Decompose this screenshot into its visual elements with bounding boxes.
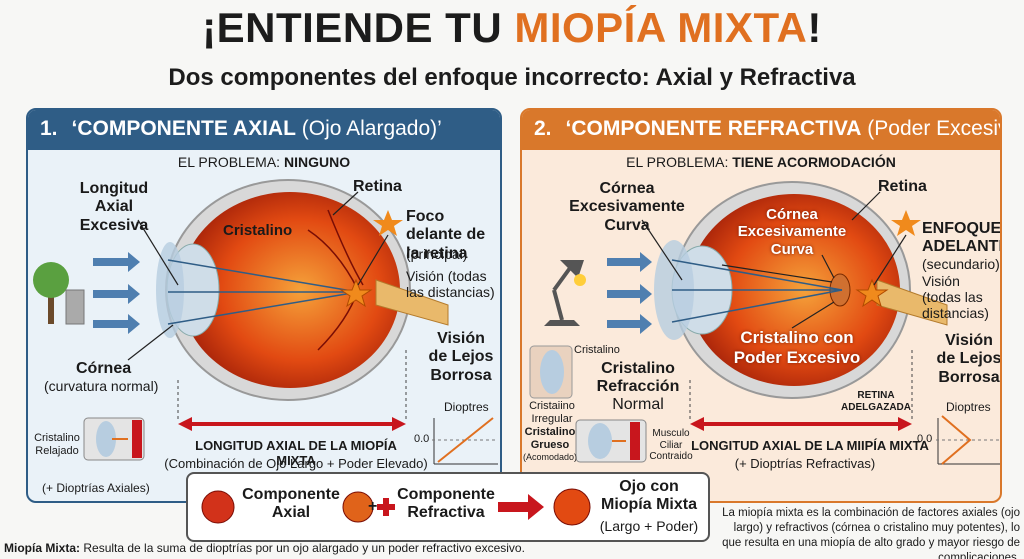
retina-label-left: Retina [353,178,402,195]
cornea-curved-label: Córnea Excesivamente Curva [569,180,685,234]
summary-refractive: Componente Refractiva [397,486,495,522]
retina-thin-label: RETINA ADELGAZADA [841,390,911,413]
focus-label-right: ENFOQUE ADELANTE [922,220,1002,256]
footer-definition: Miopía Mixta: Resulta de la suma de diop… [4,541,525,555]
diopter-chart-right [936,415,1000,465]
summary-plus: + [368,498,378,515]
lens-refraction-label: Cristalino Refracción [596,360,680,396]
summary-graphics [201,488,591,526]
footer-explanation: La miopía mixta es la combinación de fac… [722,507,1020,559]
refractive-eye-illustration [529,181,1000,465]
thick-lens-icon [575,419,647,463]
irregular-lens-icon [529,345,573,399]
blurry-label-left: Visión de Lejos Borrosa [428,330,494,384]
relaxed-lens-icon [83,417,145,461]
focus-star-icon-right [855,278,889,308]
chart-title-left: Dioptres [444,400,489,414]
thick-lens-label: Cristalino Grueso [524,426,576,451]
chart-tick-right: 0.0 [917,433,933,445]
result-eye-icon [553,488,591,526]
axial-length-bar-right [690,417,912,431]
result-arrow-icon [498,494,544,520]
axial-diopters-label: (+ Dioptrías Axiales) [42,481,150,495]
axial-length-bar [178,417,406,431]
cornea-curved-inner: Córnea Excesivamente Curva [737,206,847,258]
lens-small-label: Cristalino [574,344,620,356]
lens-irregular-label: Cristaiino Irregular [529,400,575,425]
summary-box: Componente Axial + Componente Refractiva… [186,472,710,542]
axial-bar-label-left: LONGITUD AXIAL DE LA MIOPÍA MIXTA [195,438,397,468]
plus-icon [377,498,395,516]
axial-bar-sub-left: (Combinación de Ojo Largo + Poder Elevad… [164,456,428,471]
axial-panel-header: 1.‘COMPONENTE AXIAL (Ojo Alargado)’ [28,110,500,150]
vision-all-right: Visión (todas las distancias) [922,273,989,322]
focus-label-left: Foco delante de la retina [406,208,486,262]
chart-title-right: Dioptres [946,400,991,414]
cornea-label-left: Córnea [76,360,132,377]
refractive-eye-icon [342,491,374,523]
axial-eye-icon [201,490,235,524]
summary-result-note: (Largo + Poder) [599,518,699,534]
refractive-panel-header: 2.‘COMPONENTE REFRACTIVA (Poder Excesivo… [522,110,1000,150]
refractive-component-panel: 2.‘COMPONENTE REFRACTIVA (Poder Excesivo… [520,108,1002,503]
axial-problem: EL PROBLEMA: NINGUNO [177,154,351,170]
refractive-problem: EL PROBLEMA: TIENE ACORMODACIÓN [626,154,896,170]
cornea-note-left: (curvatura normal) [44,378,159,394]
summary-result: Ojo con Miopía Mixta [600,478,697,514]
lens-refraction-normal: Normal [612,396,664,413]
retina-label-right: Retina [878,178,927,195]
thick-lens-note: (Acomodado) [522,452,578,462]
lens-power-label: Cristalino con Poder Excesivo [733,328,861,367]
axial-length-label: Longitud Axial Excesiva [79,180,149,234]
page-subtitle: Dos componentes del enfoque incorrecto: … [168,64,856,91]
vision-all-left: Visión (todas las distancias) [406,268,495,301]
diopter-chart-left [432,417,498,465]
axial-component-panel: 1.‘COMPONENTE AXIAL (Ojo Alargado)’ EL P… [26,108,502,503]
desk-lamp-icon [544,260,586,326]
summary-axial: Componente Axial [242,486,340,522]
blurry-label-right: Visión de Lejos Borrosa [936,332,1002,386]
title-accent: MIOPÍA MIXTA [514,4,808,51]
axial-bar-sub-right: (+ Dioptrías Refractivas) [734,456,876,471]
relaxed-lens-label: Cristalino Relajado [34,432,80,457]
focus-note-left: (principal) [406,246,468,262]
focus-star-icon [339,278,373,308]
axial-bar-label-right: LONGITUD AXIAL DE LA MIIPÍA MIXTA [691,438,929,453]
chart-tick-left: 0.0 [414,433,430,445]
ciliar-label: Musculo Ciliar Contraido [649,428,693,462]
tree-icon [33,262,85,325]
focus-note-right: (secundario) [922,256,1000,272]
page-title: ¡ENTIENDE TU MIOPÍA MIXTA! [202,4,822,51]
long-eye-illustration [33,179,498,465]
lens-label-left: Cristalino [223,222,293,239]
